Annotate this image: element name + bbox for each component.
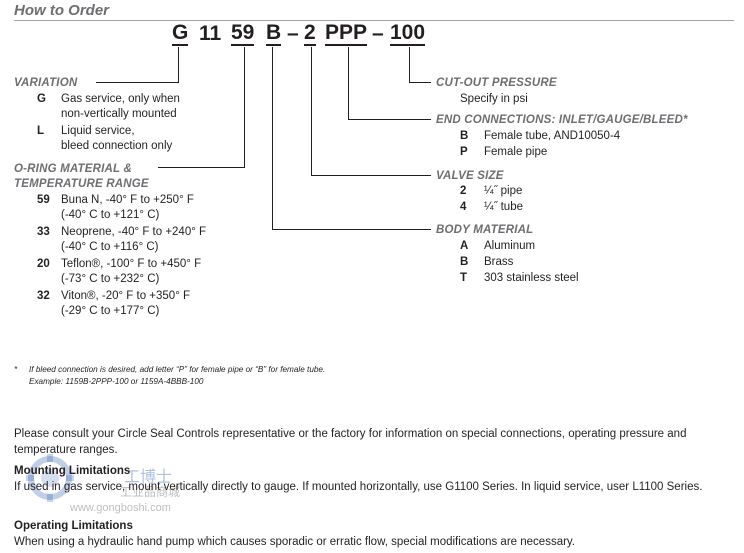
variation-desc-g-2: non-vertically mounted (61, 108, 177, 120)
valvesize-desc-2: ¼˝ pipe (484, 185, 523, 197)
code-dash-1: – (287, 22, 299, 45)
mounting-paragraph: If used in gas service, mount vertically… (14, 481, 703, 493)
endconn-desc-p: Female pipe (484, 146, 548, 158)
watermark-brand: 工博士 (124, 469, 173, 486)
bodymat-desc-t: 303 stainless steel (484, 272, 579, 284)
oring-code-32: 32 (37, 290, 50, 302)
endconn-desc-b: Female tube, AND10050-4 (484, 130, 621, 142)
title-divider (14, 20, 734, 21)
page-title: How to Order (14, 2, 110, 19)
valvesize-heading: VALVE SIZE (436, 170, 504, 182)
bodymat-desc-b: Brass (484, 256, 514, 268)
connector-valvesize-vertical (311, 47, 312, 176)
connector-cutout-vertical (409, 47, 410, 83)
variation-desc-g-1: Gas service, only when (61, 93, 180, 105)
connector-endconn-vertical (348, 47, 349, 120)
footnote-line1: If bleed connection is desired, add lett… (29, 365, 326, 374)
connector-endconn-horizontal (348, 119, 431, 120)
endconn-code-b: B (460, 130, 469, 142)
footnote-star: * (14, 365, 18, 374)
variation-desc-l-2: bleed connection only (61, 140, 173, 152)
code-series: 11 (199, 22, 222, 45)
mounting-heading: Mounting Limitations (14, 465, 131, 477)
oring-desc-20-1: Teflon®, -100° F to +450° F (61, 258, 202, 270)
code-end-connections: PPP (325, 21, 368, 46)
code-body: B (266, 21, 282, 46)
connector-bodymat-horizontal (272, 229, 431, 230)
variation-heading: VARIATION (14, 77, 78, 89)
watermark-url: www.gongboshi.com (70, 502, 171, 514)
endconn-code-p: P (460, 146, 468, 158)
operating-paragraph: When using a hydraulic hand pump which c… (14, 536, 576, 548)
oring-code-20: 20 (37, 258, 50, 270)
valvesize-code-4: 4 (460, 201, 467, 213)
connector-variation-horizontal (96, 82, 179, 83)
connector-oring-vertical (244, 47, 245, 168)
oring-heading-line1: O-RING MATERIAL & (14, 163, 132, 175)
bodymat-code-t: T (460, 272, 468, 284)
oring-desc-32-2: (-29° C to +177° C) (61, 305, 160, 317)
oring-heading-line2: TEMPERATURE RANGE (14, 178, 149, 190)
connector-cutout-horizontal (409, 82, 431, 83)
connector-bodymat-vertical (272, 47, 273, 230)
endconn-heading: END CONNECTIONS: INLET/GAUGE/BLEED* (436, 114, 688, 126)
footnote-line2: Example: 1159B-2PPP-100 or 1159A-4BBB-10… (29, 377, 204, 386)
watermark-sub: 工业品商城 (120, 485, 181, 499)
connector-variation-vertical (178, 47, 179, 83)
code-dash-2: – (372, 22, 384, 45)
connector-oring-horizontal (158, 167, 245, 168)
code-valve-size: 2 (304, 21, 316, 46)
oring-code-59: 59 (37, 194, 50, 206)
cutout-desc: Specify in psi (460, 93, 528, 105)
oring-desc-59-1: Buna N, -40° F to +250° F (61, 194, 194, 206)
bodymat-desc-a: Aluminum (484, 240, 536, 252)
watermark-logo (24, 452, 76, 504)
cutout-heading: CUT-OUT PRESSURE (436, 77, 557, 89)
valvesize-desc-4: ¼˝ tube (484, 201, 523, 213)
bodymat-code-b: B (460, 256, 469, 268)
connector-valvesize-horizontal (311, 175, 431, 176)
bodymat-code-a: A (460, 240, 469, 252)
code-oring: 59 (231, 21, 255, 46)
oring-desc-59-2: (-40° C to +121° C) (61, 209, 160, 221)
consult-paragraph: Please consult your Circle Seal Controls… (14, 428, 687, 456)
variation-desc-l-1: Liquid service, (61, 125, 135, 137)
code-variation: G (172, 21, 189, 46)
oring-desc-32-1: Viton®, -20° F to +350° F (61, 290, 191, 302)
oring-code-33: 33 (37, 226, 50, 238)
operating-heading: Operating Limitations (14, 520, 133, 532)
oring-desc-33-1: Neoprene, -40° F to +240° F (61, 226, 207, 238)
oring-desc-20-2: (-73° C to +232° C) (61, 273, 160, 285)
oring-desc-33-2: (-40° C to +116° C) (61, 241, 159, 253)
gear-icon (26, 454, 74, 502)
bodymat-heading: BODY MATERIAL (436, 224, 534, 236)
variation-code-l: L (37, 125, 45, 137)
variation-code-g: G (37, 93, 46, 105)
code-cutout: 100 (390, 21, 426, 46)
valvesize-code-2: 2 (460, 185, 467, 197)
